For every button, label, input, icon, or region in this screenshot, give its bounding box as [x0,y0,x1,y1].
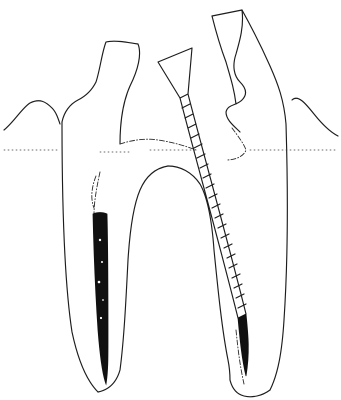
pulp-chamber [4,128,338,208]
left-canal-filling [93,172,108,384]
gum-line [4,98,338,136]
tooth-outline [62,10,287,397]
